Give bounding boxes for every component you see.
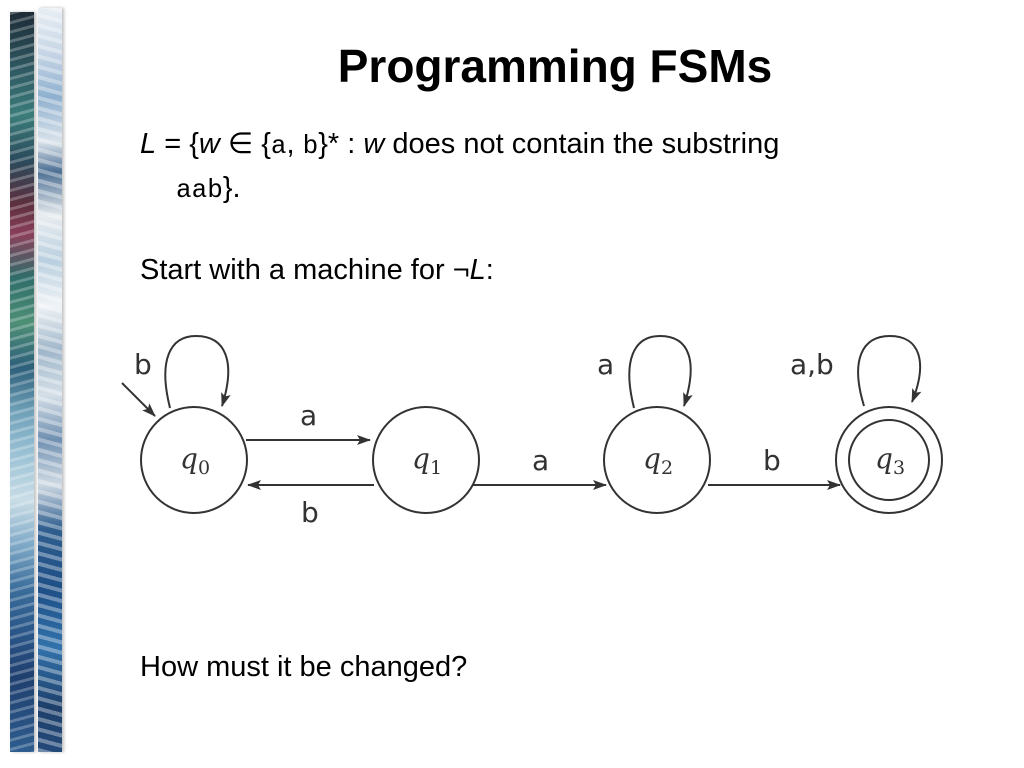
- language-symbol: L: [140, 128, 157, 160]
- state-subscript: 0: [198, 457, 210, 479]
- state-q0: q0: [140, 406, 248, 514]
- svg-text:q1: q1: [412, 442, 442, 479]
- substring-aab: aab: [176, 175, 223, 205]
- question-text: How must it be changed?: [140, 651, 468, 683]
- svg-text:q3: q3: [875, 442, 905, 479]
- variable-w: w: [363, 128, 385, 160]
- svg-text:q2: q2: [643, 442, 673, 479]
- negation-symbol: ¬: [452, 254, 470, 286]
- colon: :: [485, 254, 494, 286]
- definition-text: ∈ {: [219, 128, 271, 160]
- decorative-art-strip: [38, 8, 62, 752]
- decorative-art-strip: [10, 12, 34, 752]
- transition-q2-q2: [628, 334, 693, 409]
- state-subscript: 2: [661, 457, 673, 479]
- state-name: q: [412, 442, 430, 475]
- slide-title: Programming FSMs: [337, 40, 773, 92]
- state-subscript: 1: [430, 457, 442, 479]
- transition-label: a: [597, 348, 614, 381]
- language-symbol: L: [469, 254, 486, 286]
- transition-label: a: [300, 399, 317, 432]
- language-definition: L = {w ∈ {a, b}* : w does not contain th…: [140, 126, 779, 164]
- definition-text: }* :: [318, 128, 364, 160]
- start-instruction: Start with a machine for ¬L:: [140, 252, 494, 288]
- alphabet-symbol-b: b: [302, 131, 319, 161]
- transition-label: a: [532, 444, 549, 477]
- state-q1: q1: [372, 406, 480, 514]
- transition-q0-q0: [164, 334, 231, 409]
- alphabet-symbol-a: a: [270, 131, 287, 161]
- transition-label: b: [301, 496, 319, 529]
- state-name: q: [875, 442, 893, 475]
- state-q3-accepting: q3: [835, 406, 943, 514]
- definition-text: does not contain the substring: [384, 128, 780, 160]
- start-arrow: [121, 382, 156, 417]
- variable-w: w: [198, 128, 220, 160]
- transition-label: a,b: [790, 348, 834, 381]
- state-q2: q2: [603, 406, 711, 514]
- definition-text: ,: [286, 128, 303, 160]
- svg-text:q0: q0: [180, 442, 210, 479]
- transition-q3-q3: [857, 334, 922, 407]
- state-subscript: 3: [893, 457, 905, 479]
- transition-label: b: [763, 444, 781, 477]
- state-name: q: [180, 442, 198, 475]
- definition-text: = {: [156, 128, 199, 160]
- transition-label: b: [134, 348, 152, 381]
- language-definition-continued: aab}.: [176, 170, 241, 208]
- definition-text: }.: [222, 172, 241, 204]
- state-name: q: [643, 442, 661, 475]
- start-text: Start with a machine for: [140, 254, 453, 286]
